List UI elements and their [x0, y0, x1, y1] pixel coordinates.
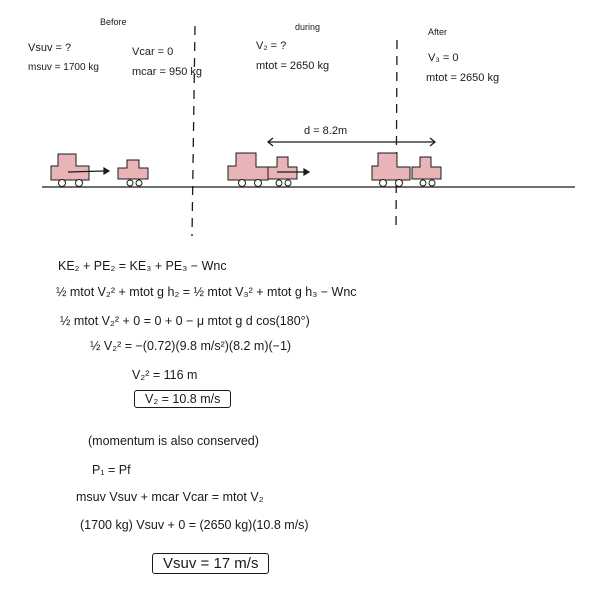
divider-during-after [395, 39, 398, 233]
car-before [117, 159, 149, 187]
momentum-line-2: msuv Vsuv + mcar Vcar = mtot V₂ [76, 490, 264, 504]
heading-during: during [295, 22, 321, 32]
distance-arrow [266, 137, 437, 147]
momentum-result: Vsuv = 17 m/s [152, 553, 270, 574]
momentum-note: (momentum is also conserved) [88, 434, 259, 448]
heading-after: After [428, 27, 448, 37]
m-tot-after-label: mtot = 2650 kg [426, 72, 500, 84]
car-after [411, 156, 442, 187]
m-suv-label: msuv = 1700 kg [28, 62, 99, 73]
distance-label: d = 8.2m [304, 125, 348, 137]
suv-during [227, 152, 269, 187]
energy-line-3: ½ mtot V₂² + 0 = 0 + 0 − μ mtot g d cos(… [60, 314, 310, 328]
momentum-line-3: (1700 kg) Vsuv + 0 = (2650 kg)(10.8 m/s) [80, 518, 309, 532]
car-during [267, 156, 298, 187]
v-suv-label: Vsuv = ? [28, 42, 72, 54]
energy-line-1: KE₂ + PE₂ = KE₃ + PE₃ − Wnc [58, 259, 227, 273]
energy-line-2: ½ mtot V₂² + mtot g h₂ = ½ mtot V₃² + mt… [56, 285, 357, 299]
v-car-label: Vcar = 0 [132, 46, 174, 58]
m-tot-during-label: mtot = 2650 kg [256, 60, 330, 72]
velocity-arrow-during [277, 167, 311, 177]
divider-before-during [191, 25, 196, 237]
v2-label: V₂ = ? [256, 40, 287, 52]
suv-after [371, 152, 411, 187]
m-car-label: mcar = 950 kg [132, 66, 203, 78]
suv-before [50, 153, 90, 187]
v3-label: V₃ = 0 [428, 52, 459, 64]
velocity-arrow-before [67, 166, 111, 176]
energy-line-5: V₂² = 116 m [132, 368, 198, 382]
momentum-line-1: P₁ = Pf [92, 463, 131, 477]
energy-result: V₂ = 10.8 m/s [134, 390, 232, 408]
heading-before: Before [100, 17, 127, 27]
energy-line-4: ½ V₂² = −(0.72)(9.8 m/s²)(8.2 m)(−1) [90, 339, 292, 353]
